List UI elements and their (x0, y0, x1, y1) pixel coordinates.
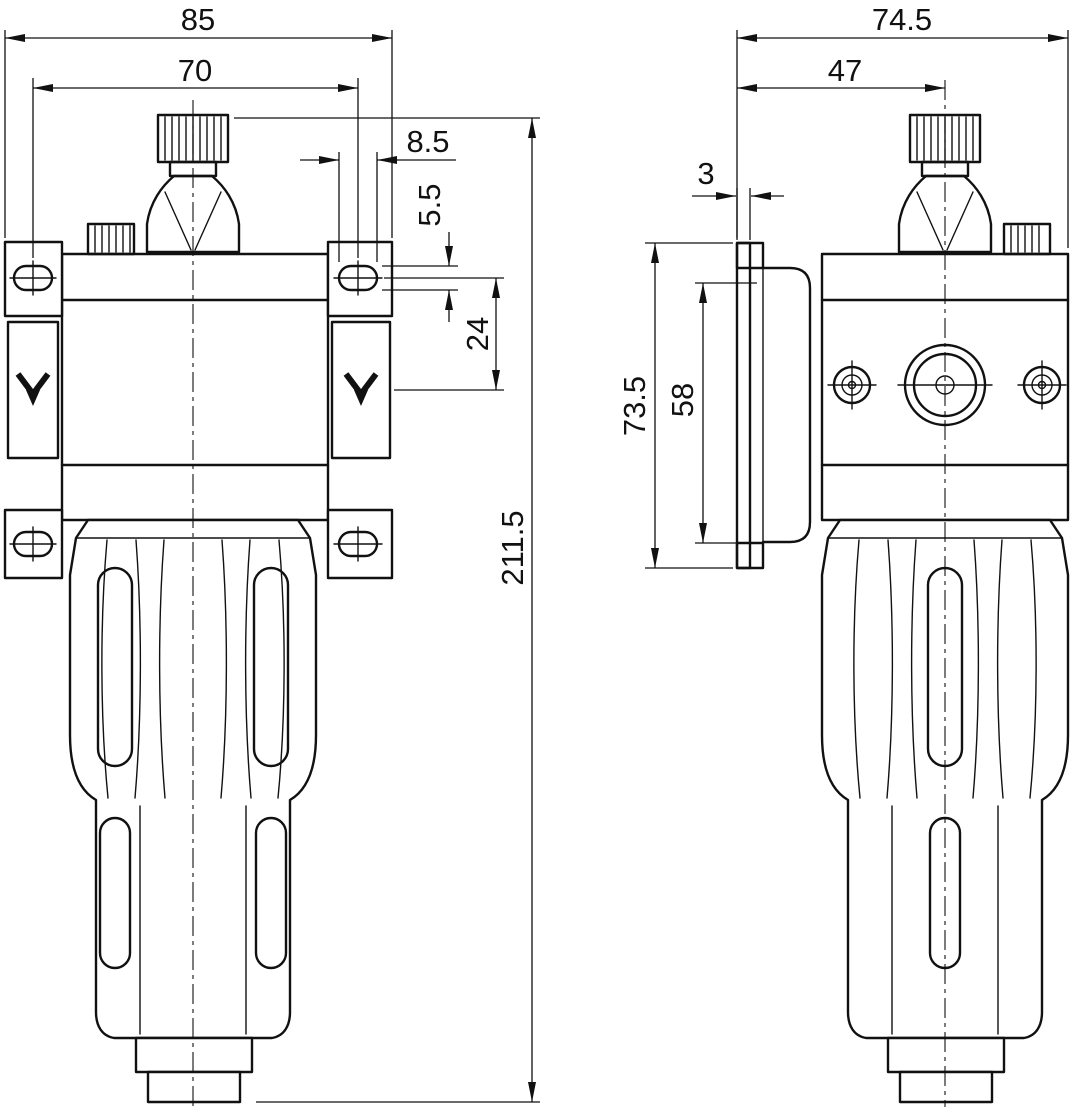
boss-left (827, 360, 877, 410)
dim-mount-hole-spacing-label: 70 (178, 53, 212, 88)
dim-mount-hole-spacing: 70 (32, 53, 359, 258)
sight-window-upper-left (96, 566, 134, 768)
dim-slot-width: 8.5 (300, 124, 456, 262)
valve-body (60, 222, 330, 522)
knob-bonnet-side (897, 174, 993, 254)
port-plates (6, 320, 392, 460)
dim-overall-height-label: 211.5 (495, 510, 530, 585)
dim-overall-width: 85 (4, 2, 393, 238)
sight-window-lower-right (254, 816, 288, 970)
dim-bracket-slot-spacing: 58 (665, 282, 757, 544)
sight-window-upper-right (252, 566, 290, 768)
bracket-arm (761, 266, 812, 544)
dim-overall-width-label: 85 (181, 2, 215, 37)
dim-slot-width-label: 8.5 (406, 124, 449, 159)
sight-window-lower-left (98, 816, 132, 970)
dim-slot-height-label: 5.5 (412, 183, 447, 226)
bowl-flutes-side (853, 539, 1037, 1035)
knurl-hatch-side (916, 116, 974, 161)
dim-mount-face-to-axis: 47 (737, 53, 945, 92)
drain-fitting-side (886, 1036, 1006, 1104)
dim-bracket-slot-spacing-label: 58 (665, 383, 700, 417)
dim-bracket-thickness-label: 3 (697, 156, 714, 191)
boss-right (1017, 360, 1067, 410)
vent-block-side (1002, 222, 1052, 256)
bracket-top-tab (735, 241, 765, 270)
flow-arrow-right (343, 372, 379, 406)
flow-arrow-left (15, 372, 51, 406)
dim-bracket-height-label: 73.5 (617, 376, 652, 436)
drain-fitting (134, 1036, 254, 1104)
dim-overall-height: 211.5 (234, 117, 540, 1103)
dim-bracket-thickness: 3 (692, 156, 784, 240)
dim-slot-to-port-axis-label: 24 (460, 317, 495, 351)
vent-block (86, 222, 136, 256)
mounting-ears (3, 240, 394, 580)
mounting-bracket (735, 241, 812, 570)
knob-bonnet (145, 174, 241, 254)
dim-slot-height: 5.5 (382, 183, 458, 322)
dim-overall-depth-label: 74.5 (872, 2, 932, 37)
dim-overall-depth: 74.5 (736, 2, 1069, 248)
front-view: 85 70 8.5 5.5 24 (3, 2, 540, 1107)
side-view: 74.5 47 3 73.5 58 (617, 2, 1070, 1107)
dim-mount-face-to-axis-label: 47 (828, 53, 862, 88)
dim-slot-to-port-axis: 24 (384, 277, 504, 391)
dim-bracket-height: 73.5 (617, 242, 733, 569)
bowl (68, 518, 318, 1040)
